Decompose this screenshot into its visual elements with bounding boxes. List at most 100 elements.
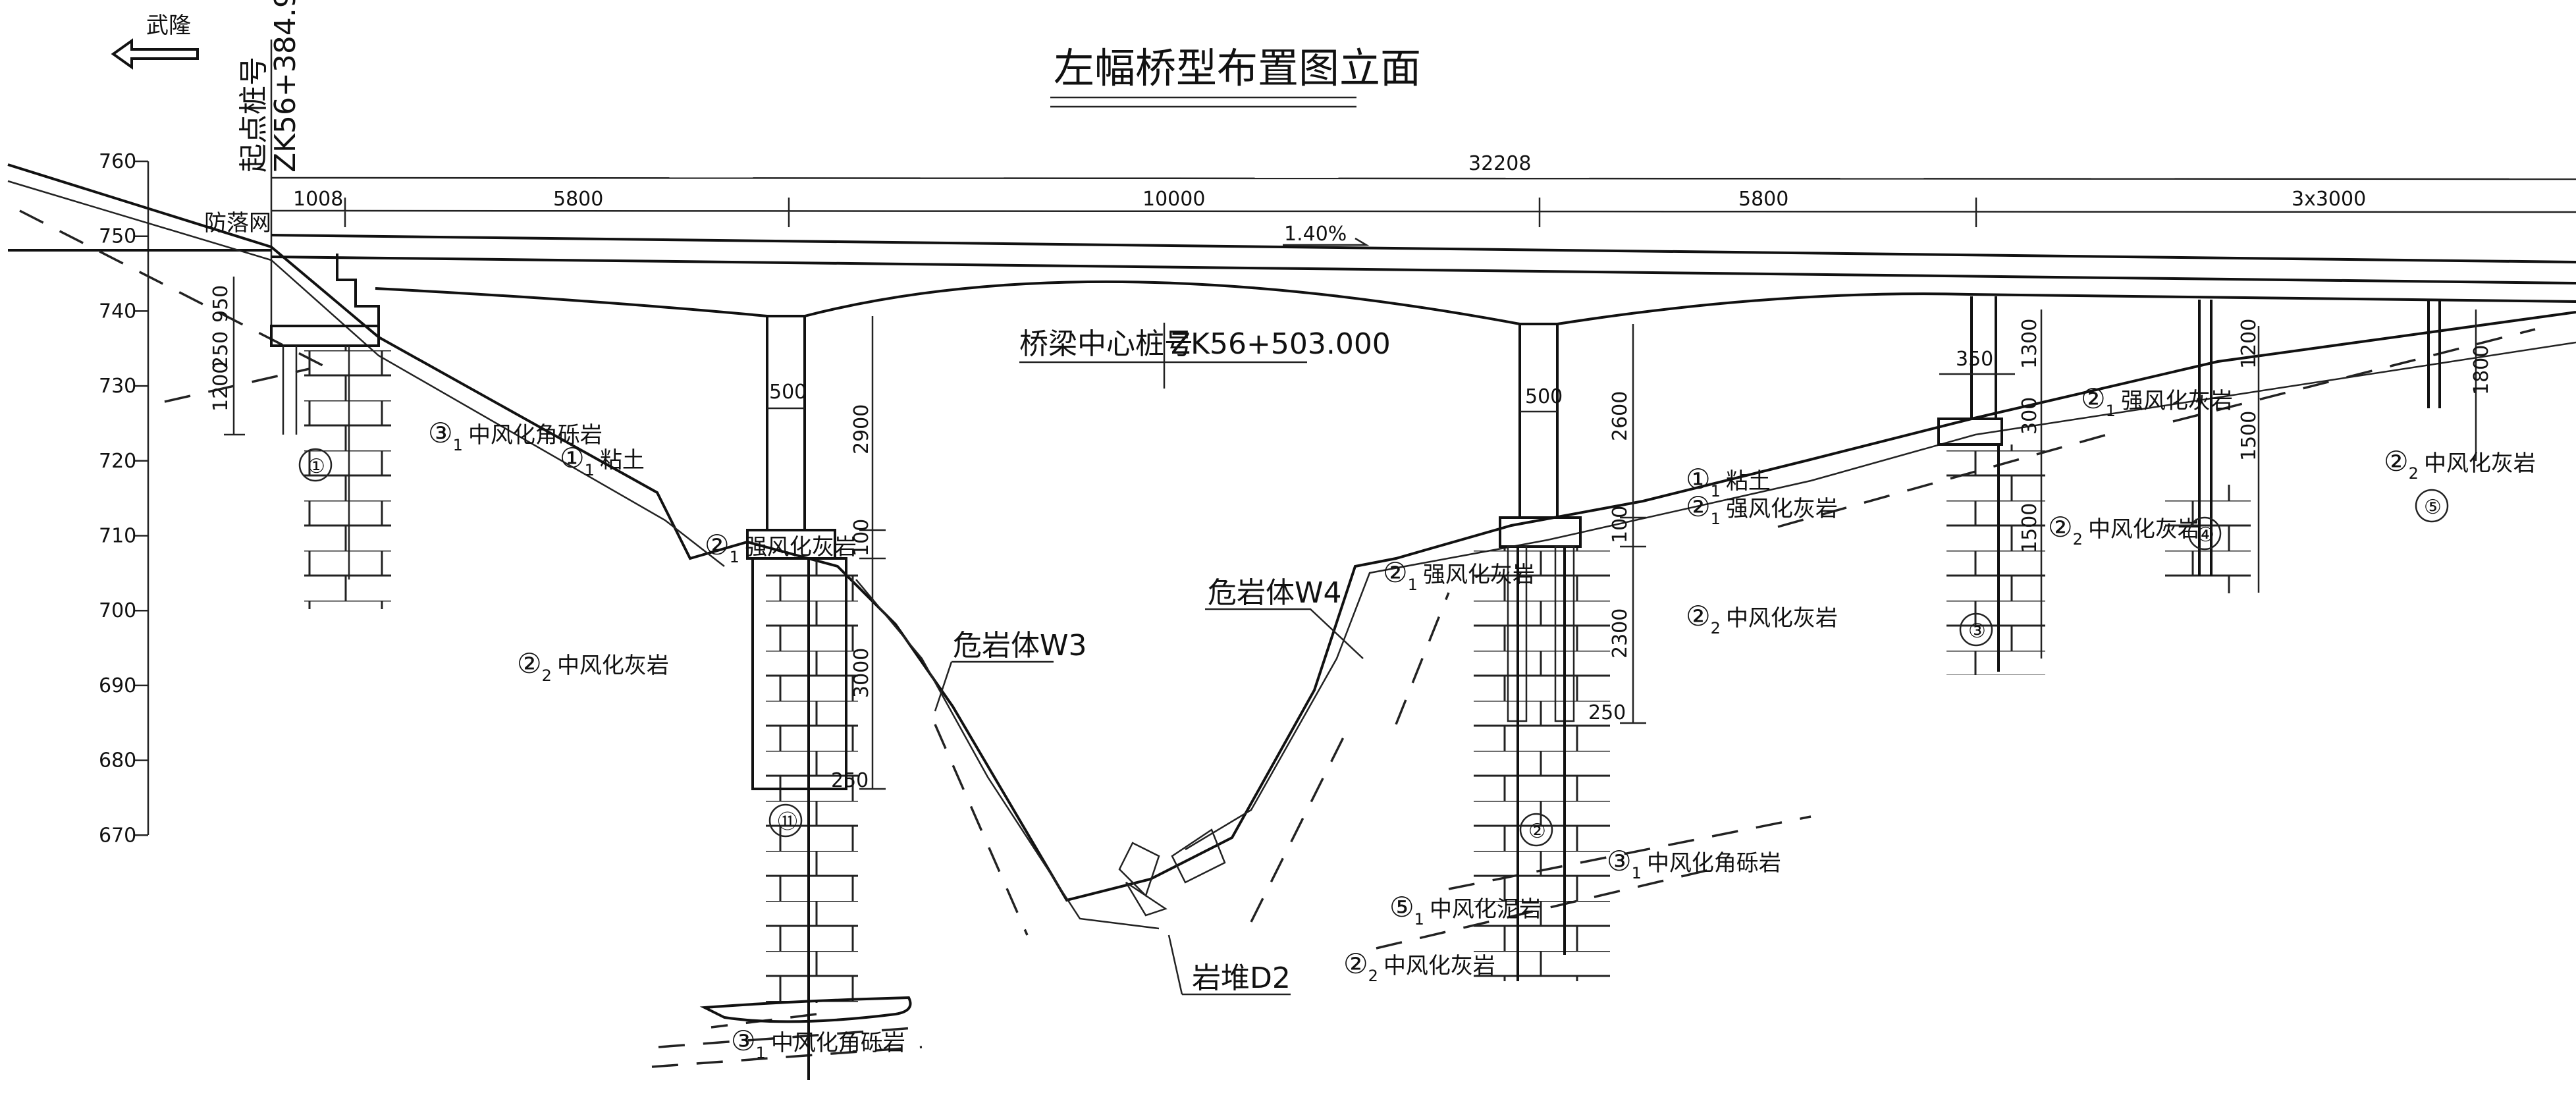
pile-mark: ② xyxy=(1528,820,1546,843)
stratum-sub: 2 xyxy=(1368,967,1378,985)
rock-pile-d2-label: 岩堆D2 xyxy=(1192,961,1291,995)
stratum-mark: ② xyxy=(2048,511,2073,543)
stratum-mark: ② xyxy=(1686,600,1711,632)
pile-mark-circle xyxy=(2187,516,2222,551)
stratum-name: 粘土 xyxy=(1726,468,1771,495)
stratum-sub: 2 xyxy=(542,666,552,685)
slope-label: 1.40% xyxy=(1284,223,1347,246)
pier-4: 1200 1500 xyxy=(2165,300,2261,593)
pier2-socket: 250 xyxy=(1588,701,1626,724)
stratum-sub: 1 xyxy=(1711,510,1721,528)
stratum-sub: 1 xyxy=(1414,910,1424,929)
pile-mark-circle xyxy=(2415,489,2449,523)
center-station-label: 桥梁中心桩号 xyxy=(1019,327,1193,361)
stratum-mark: ③ xyxy=(428,417,453,449)
pile-mark-circle xyxy=(1519,813,1553,847)
elevation-tick-label: 710 xyxy=(99,525,136,548)
stratum-mark: ② xyxy=(1686,491,1711,523)
pier1-column-height: 2900 xyxy=(850,404,873,454)
stratum-mark: ⑤ xyxy=(1389,891,1414,923)
pier2-width: 500 xyxy=(1525,385,1563,408)
elevation-tick-label: 700 xyxy=(99,599,136,622)
anti-fall-net-label: 防落网 xyxy=(204,210,271,236)
pile-mark: ① xyxy=(308,455,325,478)
stratum-label: ①1 粘土 xyxy=(1686,463,1771,500)
pile-mark: ③ xyxy=(1968,620,1986,643)
stratum-name: 中风化灰岩 xyxy=(1383,953,1495,979)
stratum-sub: 1 xyxy=(1632,864,1642,882)
pier2-pile-length: 2300 xyxy=(1609,608,1632,659)
pier2-cap-height: 100 xyxy=(1609,506,1632,543)
bridge-deck xyxy=(271,234,2576,284)
start-station-label: 起点桩号 xyxy=(237,57,271,173)
pile-mark: ⑤ xyxy=(2424,496,2442,519)
pier1-socket: 250 xyxy=(831,769,869,792)
elevation-tick-label: 750 xyxy=(99,225,136,248)
elevation-tick-label: 670 xyxy=(99,824,136,847)
elevation-tick-label: 760 xyxy=(99,150,136,173)
elevation-tick-label: 720 xyxy=(99,450,136,473)
pier-3: 350 1300 300 1500 xyxy=(1937,296,2045,675)
span-4: 5800 xyxy=(1738,188,1788,211)
pier3-width: 350 xyxy=(1956,348,1993,371)
pier1-cap-height: 100 xyxy=(850,519,873,556)
stratum-name: 粘土 xyxy=(600,447,645,473)
pier3-cap-height: 300 xyxy=(2018,397,2041,435)
center-station-marker xyxy=(1019,323,1307,389)
center-station-value: ZK56+503.000 xyxy=(1171,327,1391,361)
pier2-column-height: 2600 xyxy=(1609,391,1632,441)
stratum-mark: ② xyxy=(705,529,730,561)
stratum-label: ②1 强风化灰岩 xyxy=(1686,491,1838,528)
stratum-mark: ③ xyxy=(1607,845,1632,877)
stratum-sub: 1 xyxy=(1711,482,1721,500)
stratum-sub: 2 xyxy=(1711,619,1721,637)
pile-mark-circle xyxy=(298,448,333,482)
span-2: 5800 xyxy=(553,188,603,211)
stratum-mark: ① xyxy=(1686,463,1711,495)
direction-arrow-icon xyxy=(111,38,199,70)
stratum-mark: ① xyxy=(560,442,585,474)
stratum-name: 中风化角砾岩 xyxy=(771,1030,905,1056)
title-underline xyxy=(1050,96,1356,108)
stratum-name: 强风化灰岩 xyxy=(1726,496,1838,522)
stratum-label: ③1 中风化角砾岩 xyxy=(1607,845,1781,882)
pier-5: 1800 xyxy=(2427,300,2493,461)
pier3-column-height: 1300 xyxy=(2018,319,2041,369)
rock-pile-blocks xyxy=(1118,828,1226,917)
stratum-label: ②2 中风化灰岩 xyxy=(1686,600,1838,637)
stratum-mark: ② xyxy=(1383,556,1408,589)
pier3-pile-length: 1500 xyxy=(2018,503,2041,553)
hazard-w3-label: 危岩体W3 xyxy=(953,629,1087,662)
span-5: 3x3000 xyxy=(2292,188,2366,211)
abutment-0: 950 250 1200 xyxy=(209,254,391,609)
start-station-value: ZK56+384.920 xyxy=(269,0,302,173)
stratum-mark: ③ xyxy=(731,1025,756,1057)
stratum-name: 中风化灰岩 xyxy=(2424,450,2536,477)
stratum-sub: 1 xyxy=(453,436,463,454)
stratum-name: 中风化灰岩 xyxy=(1726,605,1838,632)
pier4-dim-2: 1500 xyxy=(2238,411,2261,461)
span-3: 10000 xyxy=(1142,188,1205,211)
pier1-pile-length: 3000 xyxy=(850,648,873,698)
stratum-sub: 2 xyxy=(2073,530,2083,549)
direction-label: 武隆 xyxy=(146,13,191,39)
stratum-sub: 1 xyxy=(730,548,739,566)
drawing-title: 左幅桥型布置图立面 xyxy=(1054,44,1421,92)
stratum-sub: 1 xyxy=(756,1044,766,1062)
pile-mark-circle xyxy=(1959,612,1993,647)
stratum-name: 中风化角砾岩 xyxy=(1647,850,1781,876)
stratum-sub: 1 xyxy=(2106,402,2116,420)
pile-mark: ④ xyxy=(2197,524,2214,547)
overall-length: 32208 xyxy=(1468,152,1531,175)
hazard-w4-label: 危岩体W4 xyxy=(1208,576,1342,610)
elevation-tick-label: 740 xyxy=(99,300,136,323)
elevation-tick-label: 680 xyxy=(99,749,136,772)
stratum-sub: 1 xyxy=(1408,576,1418,594)
